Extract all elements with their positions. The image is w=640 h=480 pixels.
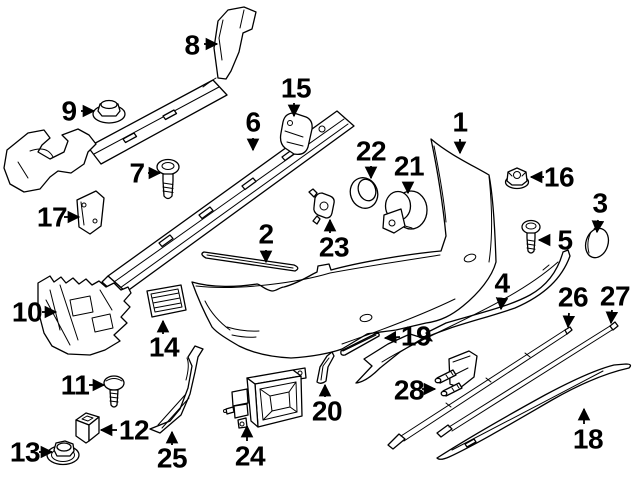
callout-number-14: 14 (149, 332, 180, 363)
callout-11: 11 (61, 370, 106, 401)
callout-20: 20 (312, 383, 343, 427)
callout-2: 2 (258, 219, 274, 264)
callout-17: 17 (37, 202, 81, 233)
corner-bracket-20 (316, 351, 335, 384)
callout-number-6: 6 (245, 107, 260, 138)
cage-nut-12 (75, 412, 100, 444)
callout-number-7: 7 (129, 158, 144, 189)
mounting-bracket-8 (213, 6, 257, 80)
callout-number-13: 13 (10, 437, 40, 468)
radar-module-24 (223, 367, 307, 429)
callout-number-27: 27 (600, 281, 630, 312)
callout-number-4: 4 (494, 268, 510, 299)
callout-6: 6 (245, 107, 261, 152)
callout-19: 19 (383, 321, 432, 352)
callout-arrow-4 (495, 297, 509, 311)
callout-7: 7 (129, 158, 162, 189)
guide-bracket-10 (37, 275, 132, 356)
callout-number-5: 5 (557, 225, 572, 256)
callout-number-10: 10 (12, 297, 42, 328)
screw-7 (156, 158, 180, 200)
flange-nut-9 (92, 99, 126, 124)
callout-18: 18 (573, 407, 604, 455)
callout-number-8: 8 (184, 30, 199, 61)
trim-strip-19 (340, 332, 380, 356)
callout-10: 10 (12, 297, 58, 328)
callout-layer: 1234567891011121314151617181920212223242… (10, 30, 631, 474)
callout-9: 9 (61, 96, 96, 127)
callout-number-21: 21 (394, 151, 424, 182)
callout-16: 16 (529, 162, 575, 193)
callout-number-11: 11 (61, 370, 90, 401)
callout-12: 12 (99, 415, 150, 446)
callout-number-16: 16 (544, 162, 574, 193)
callout-23: 23 (319, 218, 350, 263)
callout-arrow-3 (591, 219, 605, 234)
cover-plate-17 (76, 190, 105, 235)
support-bracket-25 (149, 345, 204, 434)
callout-27: 27 (600, 281, 631, 325)
grommet-22 (349, 177, 379, 209)
callout-number-15: 15 (281, 73, 311, 104)
trim-rod-26 (387, 326, 573, 450)
callout-number-17: 17 (37, 202, 67, 233)
callout-number-23: 23 (319, 232, 349, 263)
callout-number-18: 18 (573, 424, 603, 455)
retainer-bracket-28 (434, 350, 478, 397)
callout-number-3: 3 (592, 188, 607, 219)
callout-number-12: 12 (119, 415, 149, 446)
callout-21: 21 (394, 151, 425, 195)
crash-bracket-left (3, 128, 97, 193)
callout-number-26: 26 (558, 282, 588, 313)
callout-number-2: 2 (258, 219, 273, 250)
pdc-sensor-21 (382, 190, 428, 234)
callout-24: 24 (235, 424, 266, 472)
callout-1: 1 (452, 107, 468, 155)
callout-5: 5 (537, 225, 573, 256)
callout-number-1: 1 (452, 107, 467, 138)
callout-25: 25 (157, 430, 188, 474)
callout-arrow-26 (562, 312, 576, 329)
callout-arrow-27 (605, 309, 619, 325)
callout-22: 22 (356, 136, 387, 180)
vent-grille-14 (146, 284, 187, 318)
sensor-holder-23 (308, 188, 335, 225)
screw-5 (521, 219, 541, 254)
callout-number-9: 9 (61, 96, 76, 127)
callout-number-20: 20 (312, 396, 342, 427)
callout-number-24: 24 (235, 441, 266, 472)
callout-number-22: 22 (356, 136, 386, 167)
flange-nut-16 (504, 167, 530, 190)
callout-4: 4 (494, 268, 511, 311)
callout-arrow-19 (383, 330, 401, 344)
trim-strip-2 (201, 251, 299, 272)
callout-15: 15 (281, 73, 312, 118)
bumper-cover-1 (191, 138, 497, 359)
callout-3: 3 (591, 188, 608, 234)
callout-number-25: 25 (157, 443, 187, 474)
mounting-bracket-15 (279, 112, 313, 155)
callout-26: 26 (558, 282, 589, 329)
callout-13: 13 (10, 437, 54, 468)
screw-11 (103, 375, 125, 408)
lower-trim-strip-4 (355, 249, 571, 384)
impact-bar-upper (87, 77, 228, 165)
callout-28: 28 (394, 375, 437, 406)
callout-8: 8 (184, 30, 219, 61)
callout-number-28: 28 (394, 375, 424, 406)
callout-14: 14 (149, 319, 180, 363)
callout-number-19: 19 (401, 321, 431, 352)
diffuser-strip-18 (436, 363, 632, 460)
trim-rod-27 (436, 321, 619, 438)
